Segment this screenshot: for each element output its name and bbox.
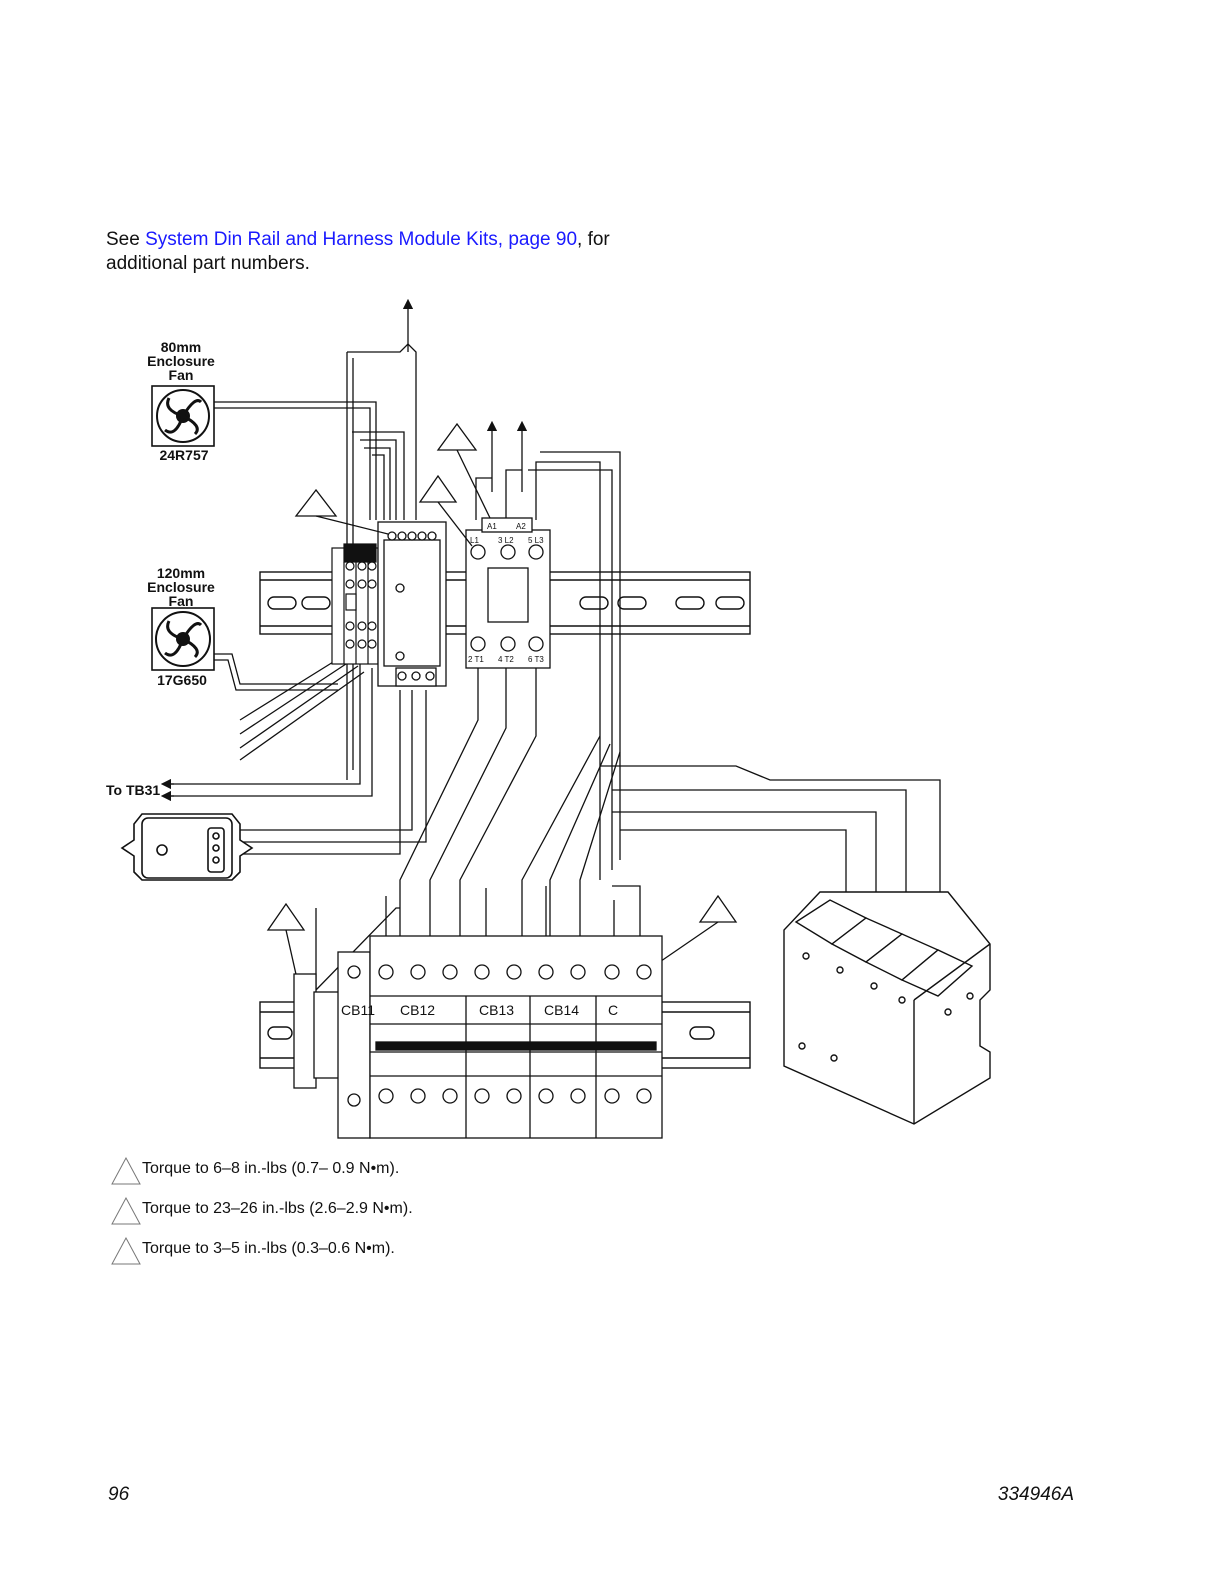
wiring [160, 298, 941, 992]
fan80-title-1: 80mm [161, 339, 201, 355]
fan120-title-2: Enclosure [147, 579, 215, 595]
to-tb31-label: To TB31 [106, 782, 160, 798]
torque-triangle-icon [111, 1236, 141, 1265]
fan80-title-3: Fan [169, 367, 194, 383]
contactor-l1: L1 [470, 536, 479, 545]
intro-suffix: , for additional part numbers. [106, 229, 610, 274]
contactor-a1: A1 [487, 522, 497, 531]
kits-link[interactable]: System Din Rail and Harness Module Kits,… [145, 229, 578, 250]
document-id: 334946A [997, 1484, 1074, 1505]
fan-120mm: 120mm Enclosure Fan 17G650 [147, 565, 215, 688]
torque-triangle-icon [111, 1156, 141, 1185]
power-supply [377, 521, 447, 687]
intro-paragraph: See System Din Rail and Harness Module K… [106, 228, 626, 276]
torque-note-2-text: Torque to 23–26 in.-lbs (2.6–2.9 N•m). [142, 1200, 413, 1217]
breaker-labels: CB11 CB12 CB13 CB14 C [341, 1002, 618, 1018]
torque-callouts [266, 422, 738, 993]
torque-note-2: Torque to 23–26 in.-lbs (2.6–2.9 N•m). [110, 1196, 590, 1228]
contactor-l2: 3 L2 [498, 536, 514, 545]
contactor-labels: A1 A2 L1 3 L2 5 L3 2 T1 4 T2 6 T3 [468, 522, 544, 664]
breaker-cb13: CB13 [479, 1002, 514, 1018]
torque-note-3-text: Torque to 3–5 in.-lbs (0.3–0.6 N•m). [142, 1240, 395, 1257]
fan120-part: 17G650 [157, 672, 207, 688]
main-breaker [783, 891, 991, 1125]
contactor-t1: 2 T1 [468, 655, 484, 664]
torque-note-1: Torque to 6–8 in.-lbs (0.7– 0.9 N•m). [110, 1156, 590, 1188]
breaker-cb12: CB12 [400, 1002, 435, 1018]
fan-80mm: 80mm Enclosure Fan 24R757 [147, 339, 215, 463]
fan80-title-2: Enclosure [147, 353, 215, 369]
terminal-blocks [331, 543, 379, 665]
torque-triangle-icon [111, 1196, 141, 1225]
contactor-l3: 5 L3 [528, 536, 544, 545]
line-filter [120, 813, 254, 881]
circuit-breaker-row [293, 935, 663, 1139]
contactor-a2: A2 [516, 522, 526, 531]
fan120-title-1: 120mm [157, 565, 205, 581]
torque-note-3: Torque to 3–5 in.-lbs (0.3–0.6 N•m). [110, 1236, 590, 1268]
torque-note-1-text: Torque to 6–8 in.-lbs (0.7– 0.9 N•m). [142, 1160, 400, 1177]
fan120-title-3: Fan [169, 593, 194, 609]
breaker-cb11: CB11 [341, 1002, 375, 1018]
contactor-t3: 6 T3 [528, 655, 544, 664]
breaker-c: C [608, 1002, 618, 1018]
intro-prefix: See [106, 229, 146, 250]
breaker-cb14: CB14 [544, 1002, 579, 1018]
fan80-part: 24R757 [159, 447, 208, 463]
contactor [465, 517, 551, 669]
page-number: 96 [108, 1484, 130, 1505]
contactor-t2: 4 T2 [498, 655, 514, 664]
